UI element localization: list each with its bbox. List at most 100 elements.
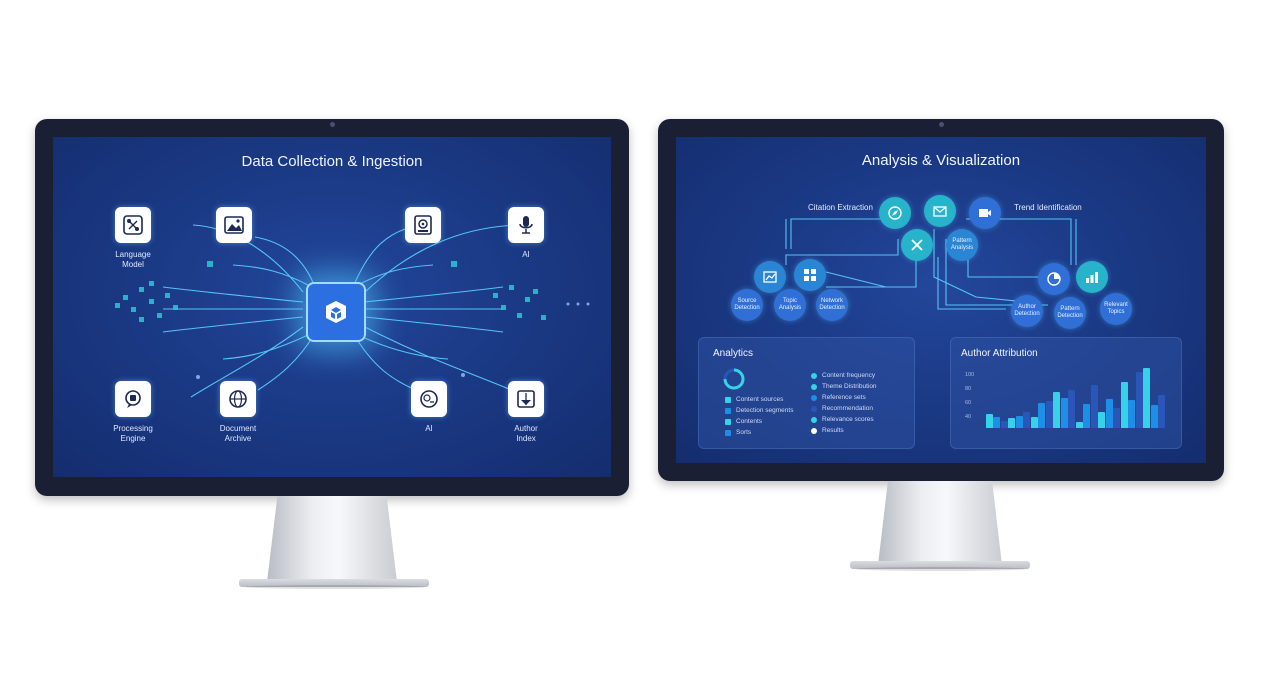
analytics-legend-right-4: Relevance scores: [811, 416, 874, 423]
center-hub[interactable]: [306, 282, 366, 342]
camera-icon: [939, 122, 944, 127]
legend-text: Content sources: [736, 396, 784, 403]
ai-head-node[interactable]: [411, 381, 447, 417]
author-detection-node[interactable]: Author Detection: [1011, 295, 1043, 327]
y-tick-label: 80: [965, 386, 972, 392]
grid-node[interactable]: [794, 259, 826, 291]
pattern-analysis-label: Pattern Analysis: [950, 238, 974, 251]
chart-bar: [1008, 417, 1015, 428]
disk-node[interactable]: [405, 207, 441, 243]
legend-text: Relevance scores: [822, 416, 874, 423]
source-detection-node[interactable]: Source Detection: [731, 289, 763, 321]
globe-icon: [229, 390, 247, 408]
analytics-title: Analytics: [713, 348, 754, 359]
left-stand-base: [239, 579, 429, 587]
pattern-detection-node[interactable]: Pattern Detection: [1054, 297, 1086, 329]
chat-bubble-icon: [125, 390, 141, 408]
network-detection-label: Network Detection: [819, 298, 845, 311]
author-attribution-title: Author Attribution: [961, 348, 1038, 359]
chart-bar: [1030, 416, 1038, 428]
language-model-node[interactable]: [115, 207, 151, 243]
analytics-legend-right-2: Reference sets: [811, 394, 866, 401]
source-detection-label: Source Detection: [734, 298, 760, 311]
right-stand-shadow: [856, 567, 1026, 571]
right-stand-neck: [878, 481, 1002, 565]
chart-bar: [1068, 389, 1075, 428]
chart-bar: [1075, 422, 1083, 428]
chart-bar: [1023, 412, 1030, 428]
chart-bar: [1098, 412, 1105, 428]
analytics-legend-right-5: Results: [811, 427, 844, 434]
analytics-legend-right-1: Theme Distribution: [811, 383, 877, 390]
mail-icon: [933, 206, 947, 217]
author-index-node[interactable]: [508, 381, 544, 417]
analytics-legend-left-2: Contents: [725, 418, 762, 425]
document-archive-node[interactable]: [220, 381, 256, 417]
pattern-analysis-node[interactable]: Pattern Analysis: [946, 229, 978, 261]
right-monitor: Analysis & Visualization Citation Extrac…: [658, 119, 1224, 574]
ai-label-top: AI: [522, 250, 530, 259]
ai-label-bottom: AI: [425, 424, 433, 433]
legend-text: Content frequency: [822, 372, 876, 379]
mail-node[interactable]: [924, 195, 956, 227]
bar-chart-node[interactable]: [1076, 261, 1108, 293]
right-screen-title: Analysis & Visualization: [861, 152, 1021, 169]
analytics-donut: [723, 368, 745, 390]
compass-icon: [888, 206, 902, 220]
topic-analysis-node[interactable]: Topic Analysis: [774, 289, 806, 321]
pie-node[interactable]: [1038, 263, 1070, 295]
camera-icon: [330, 122, 335, 127]
analytics-legend-left-3: Sorts: [725, 429, 751, 436]
chart-bar: [1135, 371, 1143, 428]
video-node[interactable]: [969, 197, 1001, 229]
author-attribution-bar-chart: [985, 366, 1165, 428]
processing-engine-node[interactable]: [115, 381, 151, 417]
chart-bar: [1158, 395, 1165, 428]
chart-bar: [1038, 403, 1045, 428]
tools-node[interactable]: [901, 229, 933, 261]
compass-node[interactable]: [879, 197, 911, 229]
topic-analysis-label: Topic Analysis: [778, 298, 802, 311]
chart-bar: [1105, 398, 1113, 428]
chart-bar: [1143, 368, 1150, 428]
molecule-icon: [123, 215, 143, 235]
analytics-legend-right-0: Content frequency: [811, 372, 875, 379]
left-stand-neck: [267, 496, 397, 582]
citation-extraction-label: Citation Extraction: [808, 203, 873, 212]
pattern-detection-label: Pattern Detection: [1057, 306, 1083, 319]
y-tick-label: 40: [965, 414, 972, 420]
ai-microphone-node[interactable]: [508, 207, 544, 243]
cube-icon: [326, 301, 346, 323]
image-icon: [224, 216, 244, 234]
y-tick-label: 100: [965, 372, 975, 378]
disk-icon: [414, 215, 432, 235]
video-icon: [979, 209, 991, 217]
network-detection-node[interactable]: Network Detection: [816, 289, 848, 321]
author-detection-label: Author Detection: [1014, 304, 1040, 317]
chart-icon: [763, 271, 777, 283]
legend-text: Results: [822, 427, 844, 434]
head-icon: [420, 390, 438, 408]
pie-icon: [1047, 272, 1061, 286]
right-stand-base: [850, 561, 1030, 569]
analytics-legend-left-1: Detection segments: [725, 407, 793, 414]
bar-chart-icon: [1086, 272, 1098, 283]
analytics-legend-left-0: Content sources: [725, 396, 783, 403]
right-monitor-bezel: Analysis & Visualization Citation Extrac…: [658, 119, 1224, 481]
left-stand-shadow: [245, 585, 425, 589]
chart-bar: [1083, 404, 1090, 428]
image-node[interactable]: [216, 207, 252, 243]
grid-icon: [804, 269, 816, 281]
chart-bar: [1128, 399, 1135, 428]
trend-identification-label: Trend Identification: [1014, 203, 1082, 212]
chart-node[interactable]: [754, 261, 786, 293]
chart-bar: [1060, 397, 1068, 428]
relevant-topics-node[interactable]: Relevant Topics: [1100, 293, 1132, 325]
analytics-panel: Analytics Content sources Detection segm…: [698, 337, 915, 449]
chart-bar: [1113, 407, 1120, 428]
